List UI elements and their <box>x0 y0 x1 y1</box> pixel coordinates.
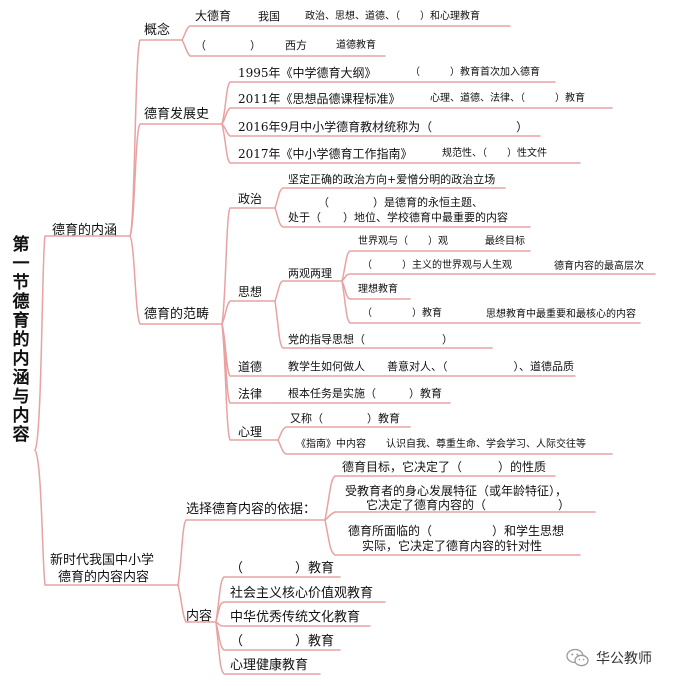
content-item-4: （ ）教育 <box>230 634 335 649</box>
scope-moral: 道德 <box>238 360 263 374</box>
politics-theme: （ ）是德育的永恒主题、 <box>318 196 483 209</box>
concept-west: 西方 <box>285 39 307 52</box>
thought-ism: （ ）主义的世界观与人生观 <box>362 260 512 271</box>
psychology-alias: 又称（ ）教育 <box>290 412 400 425</box>
thought-ism-note: 德育内容的最高层次 <box>554 261 644 272</box>
history-2017-detail: 规范性、（ ）性文件 <box>442 148 547 159</box>
content-item-2: 社会主义核心价值观教育 <box>230 586 374 601</box>
history-1995: 1995年《中学德育大纲》 <box>238 66 377 80</box>
thought-worldview-note: 最终目标 <box>485 236 525 247</box>
node-concept: 概念 <box>144 23 171 38</box>
concept-blank: （ ） <box>195 39 261 52</box>
basis-learner-line2: 它决定了德育内容的（ ） <box>366 498 571 512</box>
concept-china: 我国 <box>258 10 280 23</box>
thought-core: （ ）教育 <box>362 308 442 319</box>
basis-reality-line1: 德育所面临的（ ）和学生思想 <box>348 524 565 538</box>
basis-goal: 德育目标，它决定了（ ）的性质 <box>342 460 547 474</box>
history-2011-detail: 心理、道德、法律、（ ）教育 <box>430 93 585 104</box>
thought-core-note: 思想教育中最重要和最核心的内容 <box>486 309 636 320</box>
history-2016: 2016年9月中小学德育教材统称为（ ） <box>238 120 529 134</box>
node-basis: 选择德育内容的依据： <box>186 502 317 517</box>
content-item-5: 心理健康教育 <box>230 658 309 673</box>
concept-big-moral-ed: 大德育 <box>195 9 232 23</box>
scope-thought: 思想 <box>238 285 263 299</box>
thought-two-views: 两观两理 <box>288 267 332 280</box>
politics-direction: 坚定正确的政治方向+爱憎分明的政治立场 <box>288 173 496 186</box>
psychology-guide: 《指南》中内容 认识自我、尊重生命、学会学习、人际交往等 <box>296 439 586 450</box>
concept-china-content: 政治、思想、道德、（ ）和心理教育 <box>305 11 480 22</box>
law-content: 根本任务是实施（ ）教育 <box>288 387 442 400</box>
wechat-icon <box>566 648 589 667</box>
node-new-era-line2: 德育的内容内容 <box>58 570 150 585</box>
politics-status: 处于（ ）地位、学校德育中最重要的内容 <box>288 211 508 224</box>
watermark-text: 华公教师 <box>596 651 652 667</box>
watermark: 华公教师 <box>566 648 652 668</box>
thought-ideal: 理想教育 <box>358 284 398 295</box>
history-1995-detail: （ ）教育首次加入德育 <box>410 67 540 78</box>
thought-guide: 党的指导思想（ ） <box>288 333 453 346</box>
basis-reality-line2: 实际，它决定了德育内容的针对性 <box>362 539 543 553</box>
node-content: 内容 <box>186 609 213 624</box>
node-history: 德育发展史 <box>144 107 210 122</box>
node-scope: 德育的范畴 <box>144 307 210 322</box>
scope-psychology: 心理 <box>238 425 263 439</box>
moral-content: 教学生如何做人 善意对人、（ ）、道德品质 <box>288 360 574 373</box>
node-connotation: 德育的内涵 <box>52 223 118 238</box>
content-item-3: 中华优秀传统文化教育 <box>230 610 361 625</box>
basis-learner-line1: 受教育者的身心发展特征（或年龄特征）， <box>345 484 568 498</box>
scope-politics: 政治 <box>238 192 263 206</box>
content-item-1: （ ）教育 <box>230 561 335 576</box>
concept-west-content: 道德教育 <box>336 40 376 51</box>
scope-law: 法律 <box>238 387 263 401</box>
thought-worldview: 世界观与（ ）观 <box>358 236 448 247</box>
history-2011: 2011年《思想品德课程标准》 <box>238 92 401 106</box>
node-new-era-line1: 新时代我国中小学 <box>50 553 155 568</box>
page-title: 第一节德育的内涵与内容 <box>12 235 30 445</box>
history-2017: 2017年《中小学德育工作指南》 <box>238 147 413 161</box>
